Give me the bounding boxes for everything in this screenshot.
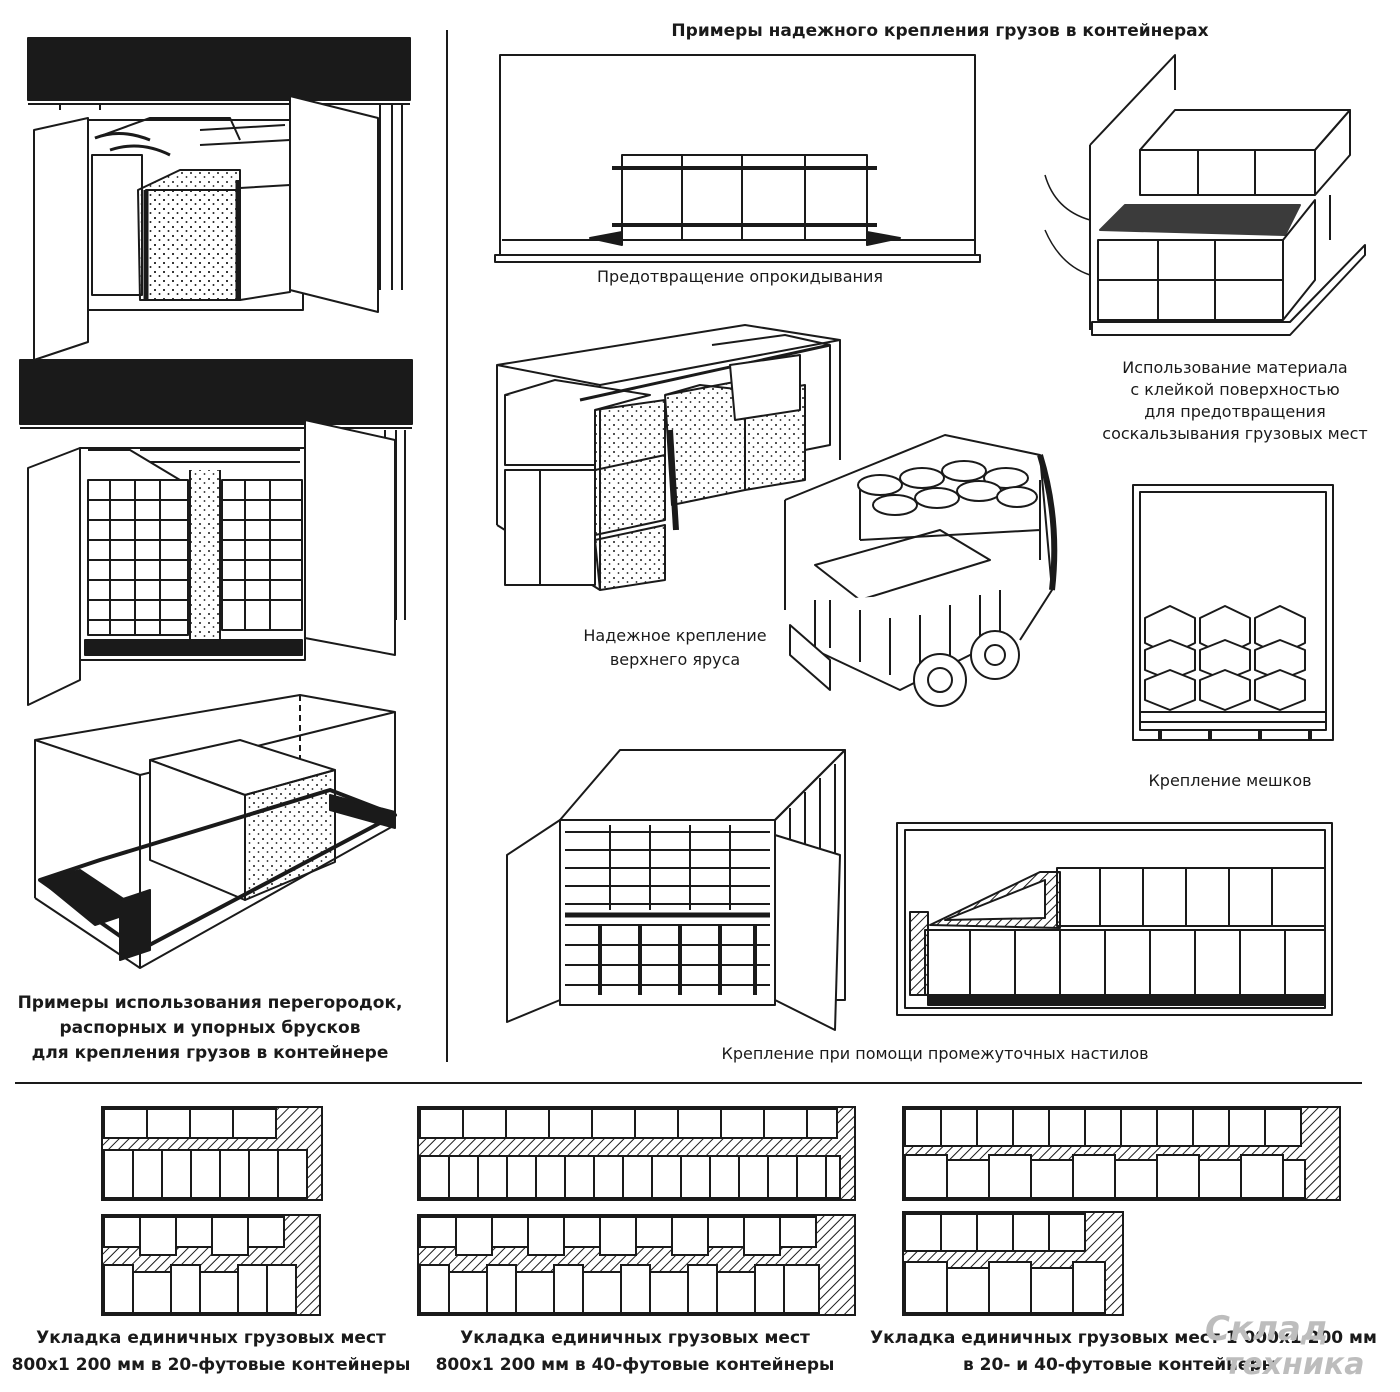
adhesive-caption-line-1: Использование материала — [1122, 358, 1348, 377]
watermark-line-2: техника — [1225, 1347, 1365, 1382]
top-tier-caption-line-2: верхнего яруса — [609, 650, 741, 669]
stowage-caption-40ft: Укладка единичных грузовых мест 800х1 20… — [425, 1325, 845, 1379]
bags-caption-text: Крепление мешков — [1148, 771, 1312, 790]
left-caption-line-1: Примеры использования перегородок, — [17, 993, 403, 1013]
container-doors-partition-illustration — [27, 37, 411, 361]
bags-caption: Крепление мешков — [1120, 770, 1340, 792]
stowage-plan-1000x1200-b — [902, 1211, 1124, 1316]
page-title: Примеры надежного крепления грузов в кон… — [560, 18, 1320, 44]
stowage-plan-40ft-a — [417, 1106, 856, 1201]
watermark-logo-sub: техника — [1225, 1350, 1364, 1380]
left-caption-line-2: распорных и упорных брусков — [59, 1018, 361, 1038]
top-tier-caption-line-1: Надежное крепление — [583, 626, 767, 645]
stowage-plan-40ft-b — [417, 1214, 856, 1316]
stowage-caption-1000x1200-line-2: в 20- и 40-футовые контейнеры — [963, 1355, 1277, 1375]
intermediate-decks-caption: Крепление при помощи промежуточных насти… — [660, 1043, 1210, 1065]
top-tier-caption: Надежное крепление верхнего яруса — [545, 624, 805, 672]
adhesive-caption-line-2: с клейкой поверхностью — [1130, 380, 1340, 399]
adhesive-anti-slip-illustration — [1044, 54, 1366, 336]
intermediate-decks-side-section-illustration — [896, 822, 1333, 1016]
adhesive-caption: Использование материала с клейкой поверх… — [1080, 357, 1390, 445]
watermark-logo: Склад — [1205, 1312, 1328, 1346]
intermediate-decks-caption-text: Крепление при помощи промежуточных насти… — [721, 1044, 1149, 1063]
top-tier-cart-illustration — [784, 434, 1058, 707]
left-column-caption: Примеры использования перегородок, распо… — [0, 991, 420, 1066]
stowage-caption-20ft-line-1: Укладка единичных грузовых мест — [36, 1328, 386, 1348]
stowage-caption-20ft: Укладка единичных грузовых мест 800х1 20… — [0, 1325, 422, 1379]
stowage-caption-40ft-line-1: Укладка единичных грузовых мест — [460, 1328, 810, 1348]
adhesive-caption-line-3: для предотвращения — [1144, 402, 1326, 421]
watermark-line-1: Склад — [1205, 1309, 1329, 1349]
stowage-caption-20ft-line-2: 800х1 200 мм в 20-футовые контейнеры — [11, 1355, 411, 1375]
container-frame-braces-illustration — [34, 694, 397, 969]
stowage-caption-1000x1200: Укладка единичных грузовых мест 1 000х1 … — [870, 1325, 1377, 1379]
stowage-caption-40ft-line-2: 800х1 200 мм в 40-футовые контейнеры — [435, 1355, 835, 1375]
stowage-caption-1000x1200-line-1: Укладка единичных грузовых мест 1 000х1 … — [870, 1328, 1377, 1348]
adhesive-caption-line-4: соскальзывания грузовых мест — [1102, 424, 1368, 443]
top-tier-securing-container-illustration — [496, 324, 841, 591]
stowage-plan-20ft-a — [101, 1106, 323, 1201]
bag-securing-illustration — [1132, 484, 1334, 741]
tip-over-prevention-illustration — [494, 54, 981, 263]
intermediate-decks-open-container-illustration — [506, 749, 846, 1031]
stowage-plan-1000x1200-a — [902, 1106, 1341, 1201]
container-block-stack-illustration — [19, 359, 413, 706]
tip-over-caption-text: Предотвращение опрокидывания — [597, 267, 883, 286]
page-title-text: Примеры надежного крепления грузов в кон… — [671, 21, 1209, 41]
tip-over-caption: Предотвращение опрокидывания — [560, 266, 920, 288]
stowage-plan-20ft-b — [101, 1214, 321, 1316]
left-caption-line-3: для крепления грузов в контейнере — [31, 1043, 389, 1063]
